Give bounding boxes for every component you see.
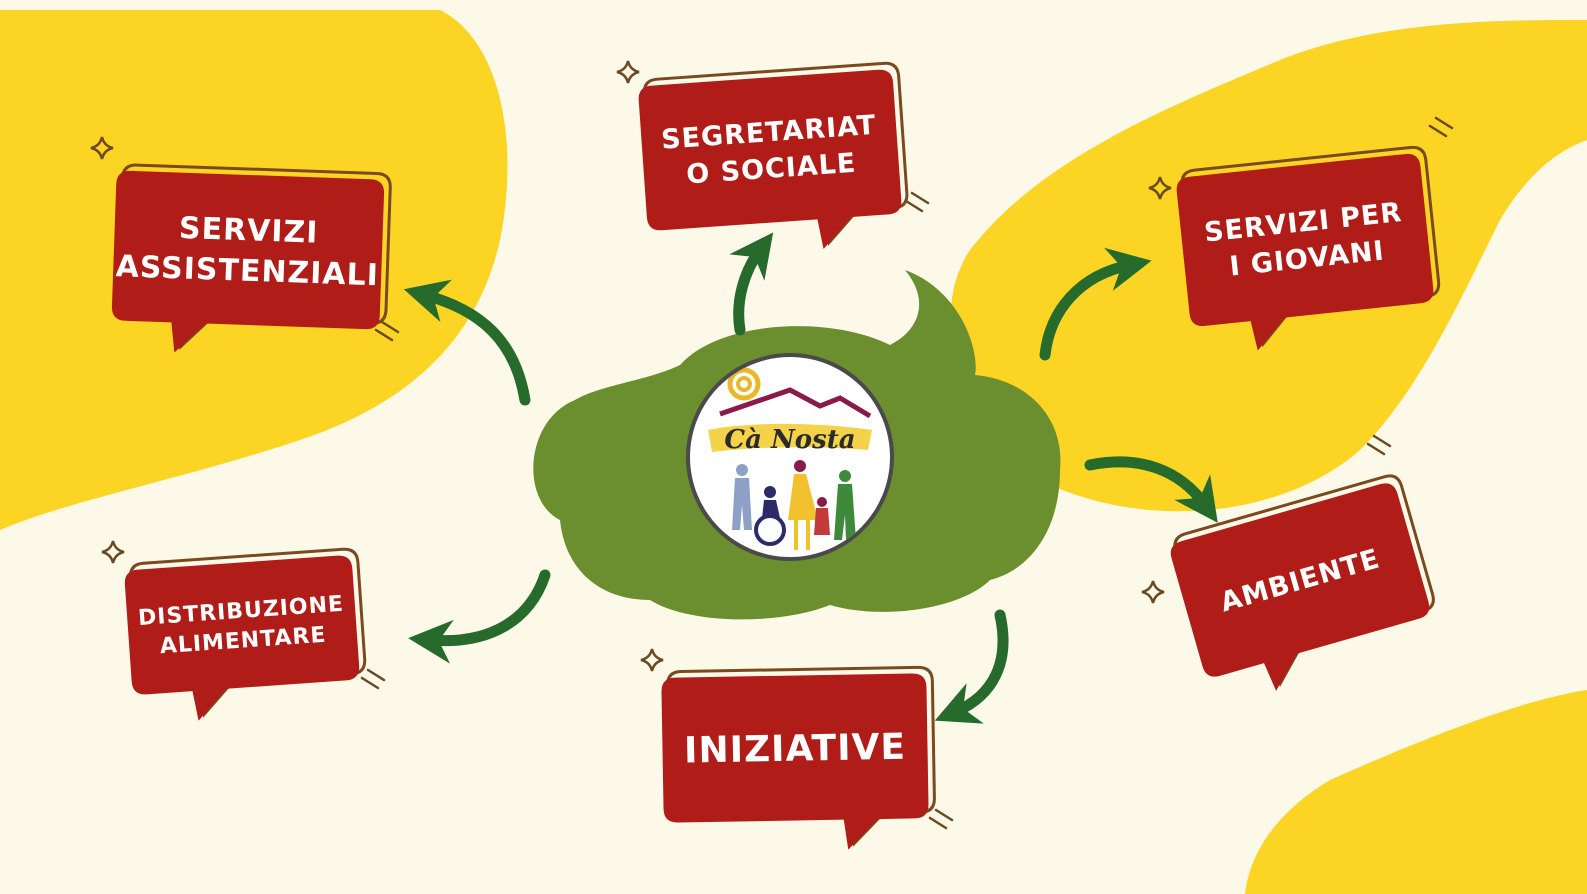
arrow-to-distribuzione-alimentare	[408, 569, 551, 664]
node-label-line: SERVIZI	[178, 211, 319, 251]
logo-title: Cà Nosta	[724, 425, 855, 455]
speech-bubble-iniziative: INIZIATIVE	[661, 665, 936, 850]
speech-bubble-icon	[1176, 153, 1434, 351]
arrow-layer	[403, 232, 1218, 724]
speech-bubble-ambiente: AMBIENTE	[1170, 474, 1435, 691]
arrow-to-servizi-assistenziali	[403, 279, 531, 406]
motion-lines-icon	[928, 808, 954, 830]
speech-bubble-icon	[1170, 483, 1430, 691]
arrow-to-segretariato-sociale	[729, 232, 774, 336]
logo: Cà Nosta	[686, 353, 894, 561]
sparkle-icon	[90, 136, 114, 160]
sparkle-icon	[616, 60, 640, 84]
node-label-line: INIZIATIVE	[684, 727, 907, 772]
motion-lines-icon	[374, 320, 400, 342]
speech-bubble-icon	[661, 673, 929, 850]
arrow-to-iniziative	[934, 609, 1009, 724]
motion-lines-icon	[1366, 434, 1392, 456]
arrow-to-servizi-per-i-giovani	[1039, 247, 1152, 361]
speech-bubble-icon	[638, 69, 902, 250]
motion-lines-icon	[904, 191, 930, 213]
sparkle-icon	[1148, 176, 1172, 200]
sparkle-icon	[1141, 580, 1165, 604]
speech-bubble-icon	[124, 555, 360, 721]
motion-lines-icon	[1428, 116, 1454, 138]
sparkle-icon	[640, 648, 664, 672]
motion-lines-icon	[360, 668, 386, 690]
sparkle-icon	[101, 540, 125, 564]
arrow-to-ambiente	[1084, 456, 1218, 523]
speech-bubble-icon	[111, 170, 385, 353]
yellow-blob-bottom-right	[1245, 690, 1587, 894]
